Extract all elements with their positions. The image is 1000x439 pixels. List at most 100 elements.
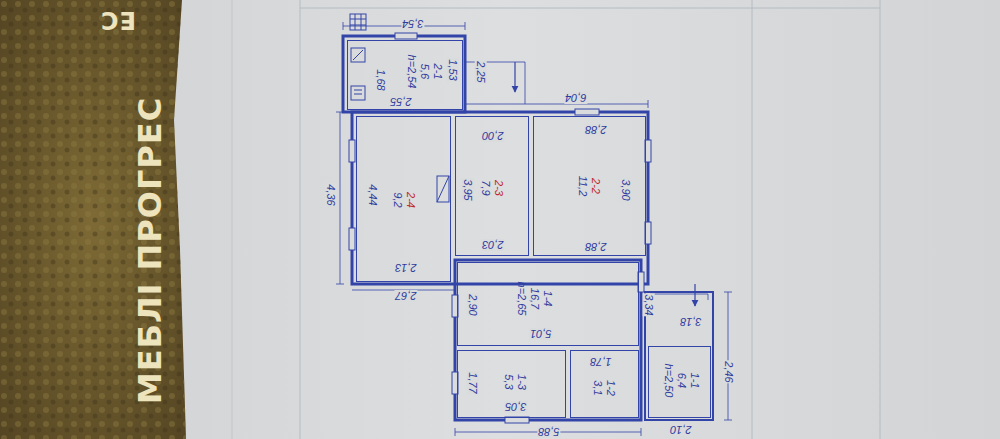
dimension-line <box>648 100 649 108</box>
dimension-label: 1,77 <box>466 371 478 394</box>
room-text: 1-35,3 <box>501 374 527 390</box>
dimension-label: 3,05 <box>504 401 527 413</box>
stove-symbol <box>355 14 356 30</box>
window-symbol <box>349 228 355 250</box>
fabric <box>0 0 186 439</box>
dimension-label: 4,36 <box>324 183 336 206</box>
room-text: 2-15,6h=2,54 <box>405 55 444 89</box>
room-text: 2-49,2 <box>390 192 416 208</box>
room-box: 1-16,4h=2,50 <box>648 346 711 418</box>
dimension-label: 4,44 <box>366 183 378 206</box>
stove-symbol <box>351 86 365 100</box>
dimension-line <box>343 22 344 30</box>
dimension-label: 3,90 <box>619 178 631 201</box>
grid-line <box>300 0 301 439</box>
stove-symbol <box>354 90 362 91</box>
fabric <box>0 0 186 439</box>
stove-symbol <box>354 94 362 95</box>
dimension-line <box>465 22 466 30</box>
dimension-label: 5,01 <box>529 328 552 340</box>
room-text: 1-16,4h=2,50 <box>662 364 701 398</box>
stove-symbol <box>350 19 366 20</box>
stove-symbol <box>351 48 365 62</box>
stove-symbol <box>361 14 362 30</box>
entrance-arrow <box>694 284 695 306</box>
dimension-line <box>455 428 456 436</box>
dimension-label: 2,55 <box>389 96 412 108</box>
stair-symbol <box>437 176 449 202</box>
window-symbol <box>349 140 355 162</box>
dimension-label: 2,25 <box>474 60 486 83</box>
room-value: 7,9 <box>478 180 491 196</box>
room-number: 2-2 <box>589 175 602 196</box>
dimension-line <box>336 22 732 436</box>
stair-symbol <box>437 176 449 202</box>
room-value: 6,4 <box>675 364 688 398</box>
wall <box>455 260 641 420</box>
dimension-line <box>340 112 341 284</box>
entrance-arrow <box>650 294 708 300</box>
grid-line <box>300 8 880 9</box>
room-number: 1-1 <box>688 364 701 398</box>
dimension-line <box>336 284 344 285</box>
window-symbol <box>395 33 417 39</box>
grid-line <box>752 0 753 439</box>
stove-symbol <box>350 14 366 100</box>
stove-symbol <box>353 50 363 60</box>
wall <box>343 36 713 420</box>
dimension-label: 3,34 <box>642 293 654 316</box>
dimension-label: 6,04 <box>564 92 587 104</box>
room-value: 3,1 <box>590 380 603 396</box>
dimension-label: 2,90 <box>466 293 478 316</box>
room-number: 2-1 <box>431 55 444 89</box>
entrance-arrow <box>525 62 526 104</box>
window-symbol <box>349 33 651 423</box>
dimension-line <box>465 104 648 105</box>
room-text: 1-23,1 <box>590 380 616 396</box>
dimension-label: 2,88 <box>584 241 607 253</box>
grid-line <box>232 0 880 439</box>
room-number: 1-3 <box>514 374 527 390</box>
room-value: h=2,50 <box>662 364 675 398</box>
dimension-line <box>724 292 732 293</box>
dimension-label: 2,67 <box>394 290 417 302</box>
dimension-label: 2,88 <box>584 124 607 136</box>
room-value: 5,6 <box>418 55 431 89</box>
fabric <box>0 0 186 439</box>
entrance-arrow <box>514 62 515 92</box>
dimension-label: 2,46 <box>722 360 734 383</box>
stair-symbol <box>437 176 449 202</box>
stove-symbol <box>350 25 366 26</box>
room-value: 11,2 <box>576 175 589 196</box>
room-text: 2-211,2 <box>576 175 602 196</box>
dimension-line <box>641 428 642 436</box>
stove-symbol <box>350 14 366 30</box>
dimension-label: 2,03 <box>481 239 504 251</box>
wall <box>645 292 713 420</box>
dimension-label: 5,88 <box>537 426 560 438</box>
dimension-line <box>724 420 732 421</box>
room-text: 1-416,7h=2,65 <box>515 282 554 316</box>
dimension-label: 2,10 <box>669 424 692 436</box>
dimension-label: 3,54 <box>401 18 424 30</box>
room-value: 16,7 <box>528 282 541 316</box>
dimension-label: 1,78 <box>589 356 612 368</box>
room-number: 2-3 <box>491 180 504 196</box>
wall <box>352 112 648 284</box>
room-text: 2-37,9 <box>478 180 504 196</box>
room-value: h=2,65 <box>515 282 528 316</box>
wall <box>343 36 465 112</box>
fabric-print: МЕБЛІ ПРОГРЕС <box>133 95 168 404</box>
dimension-line <box>336 112 344 113</box>
dimension-label: 2,13 <box>394 262 417 274</box>
room-value: 5,3 <box>501 374 514 390</box>
dimension-label: 1,68 <box>374 68 386 91</box>
room-value: 9,2 <box>390 192 403 208</box>
entrance-arrow <box>465 62 708 306</box>
room-value: h=2,54 <box>405 55 418 89</box>
room-number: 2-4 <box>403 192 416 208</box>
